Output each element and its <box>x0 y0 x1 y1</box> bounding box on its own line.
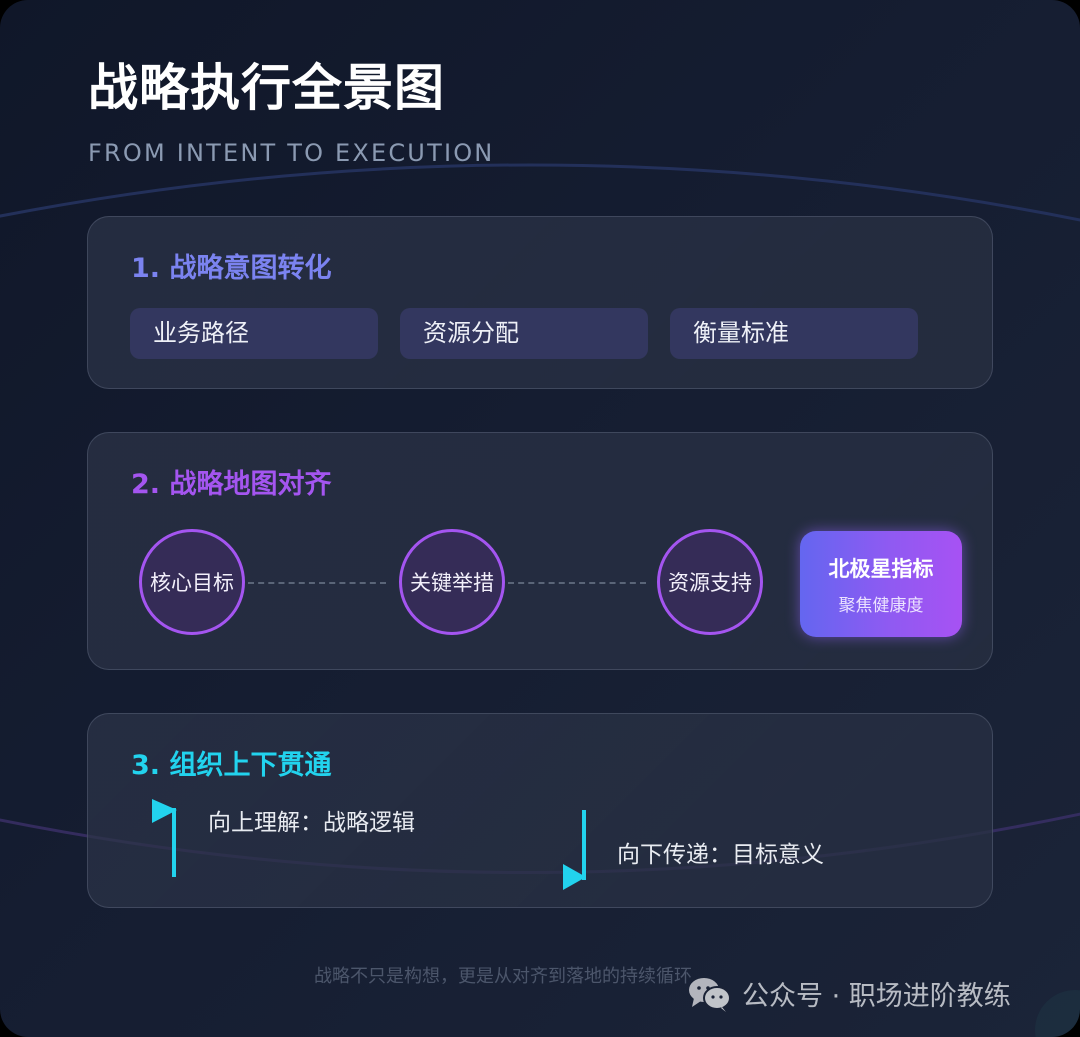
north-star-subtitle: 聚焦健康度 <box>838 596 924 616</box>
connector-line <box>508 582 646 584</box>
node-label: 资源支持 <box>668 571 752 595</box>
section-org-alignment: 3. 组织上下贯通 向上理解：战略逻辑 向下传递：目标意义 <box>87 713 993 908</box>
section-intent-translation: 1. 战略意图转化 业务路径 资源分配 衡量标准 <box>87 216 993 389</box>
tag-measurement-standard: 衡量标准 <box>670 308 918 359</box>
node-key-initiatives: 关键举措 <box>399 529 505 635</box>
north-star-metric: 北极星指标 聚焦健康度 <box>800 531 962 637</box>
watermark-text: 公众号 · 职场进阶教练 <box>742 981 1011 1012</box>
node-core-goal: 核心目标 <box>139 529 245 635</box>
flow-up-text: 向上理解：战略逻辑 <box>208 810 415 836</box>
tag-business-path: 业务路径 <box>130 308 378 359</box>
flow-down-text: 向下传递：目标意义 <box>617 842 824 868</box>
node-label: 核心目标 <box>150 571 234 595</box>
section-strategy-map: 2. 战略地图对齐 核心目标 关键举措 资源支持 北极星指标 聚焦健康度 <box>87 432 993 670</box>
connector-line <box>248 582 386 584</box>
page-subtitle: FROM INTENT TO EXECUTION <box>88 139 495 167</box>
north-star-title: 北极星指标 <box>828 556 934 581</box>
node-resource-support: 资源支持 <box>657 529 763 635</box>
section-title: 3. 组织上下贯通 <box>131 750 332 781</box>
node-label: 关键举措 <box>410 571 494 595</box>
section-title: 1. 战略意图转化 <box>131 253 332 284</box>
arrow-down-icon <box>563 810 586 890</box>
footer-tagline: 战略不只是构想，更是从对齐到落地的持续循环 <box>314 966 692 987</box>
arrow-up-icon <box>152 799 177 877</box>
watermark: 公众号 · 职场进阶教练 <box>688 974 1011 1013</box>
tag-resource-allocation: 资源分配 <box>400 308 648 359</box>
section-title: 2. 战略地图对齐 <box>131 469 332 500</box>
page-title: 战略执行全景图 <box>88 58 445 117</box>
wechat-icon <box>689 977 731 1012</box>
